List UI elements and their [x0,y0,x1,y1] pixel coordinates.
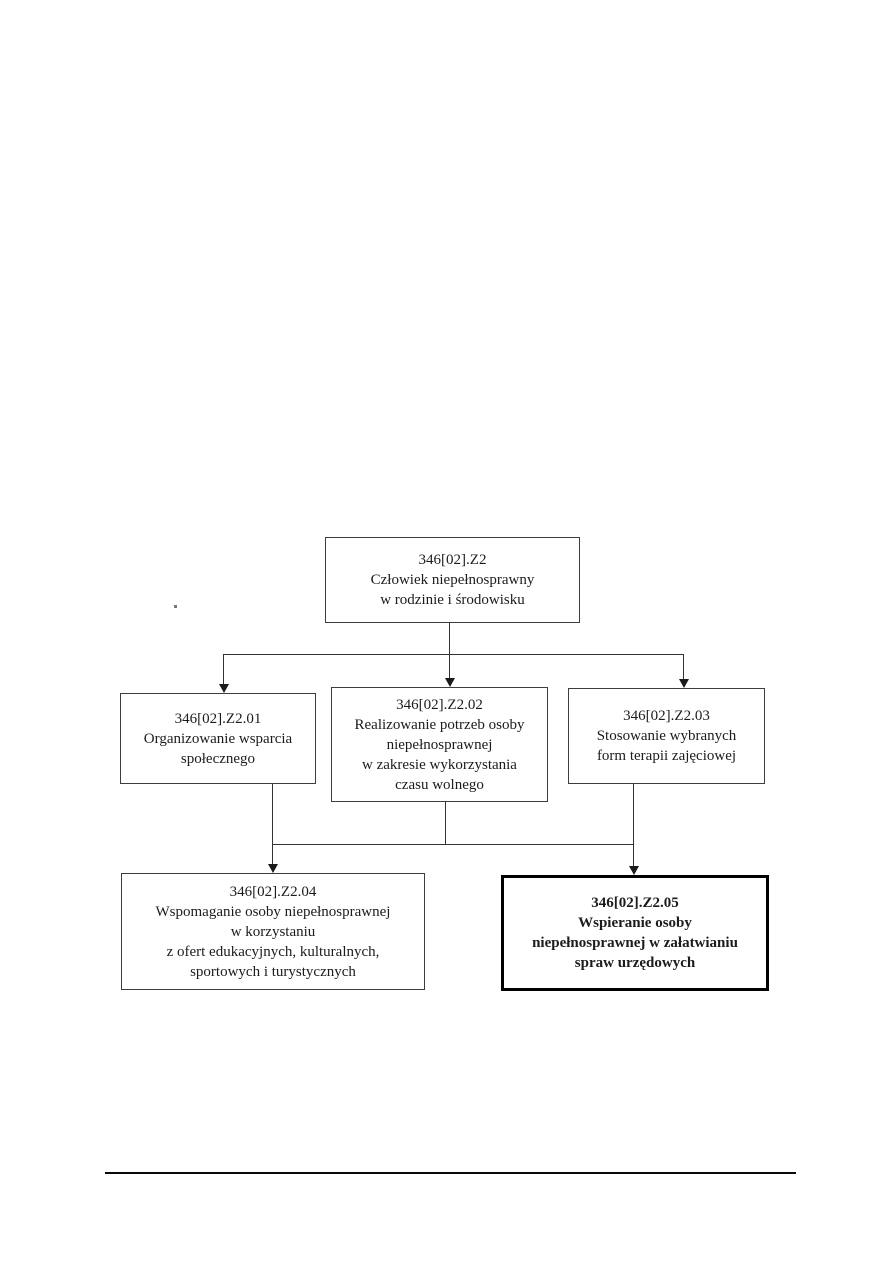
arrowhead-down-z2-01 [219,684,229,693]
node-label-line: niepełnosprawnej w załatwianiu [532,935,738,951]
connector-drop-to-z2-04 [272,844,273,865]
connector-drop-to-z2-02 [449,654,450,679]
node-label-line: Stosowanie wybranych [596,728,737,744]
connector-from-z2-03 [633,784,634,844]
node-label-line: Realizowanie potrzeb osoby [354,716,525,733]
node-346-02-z2-04: 346[02].Z2.04 Wspomaganie osoby niepełno… [121,873,425,990]
node-label-line: niepełnosprawnej [386,736,493,753]
stray-dot [174,605,177,608]
node-346-02-z2-03: 346[02].Z2.03 Stosowanie wybranych form … [568,688,765,784]
node-code: 346[02].Z2.04 [229,883,317,900]
connector-bottom-horizontal [272,844,634,845]
connector-top-vertical [449,623,450,654]
arrowhead-down-z2-03 [679,679,689,688]
footer-rule [105,1172,796,1174]
node-label-line: Człowiek niepełnosprawny [370,572,535,588]
connector-from-z2-01 [272,784,273,844]
node-label-line: z ofert edukacyjnych, kulturalnych, [166,943,380,960]
node-code: 346[02].Z2.02 [396,696,483,713]
node-label-line: form terapii zajęciowej [596,748,737,764]
connector-from-z2-02 [445,802,446,844]
node-label-line: sportowych i turystycznych [190,963,356,980]
node-label-line: w zakresie wykorzystania [362,756,517,773]
node-label-line: czasu wolnego [395,776,484,793]
connector-top-horizontal [223,654,684,655]
node-346-02-z2-05: 346[02].Z2.05 Wspieranie osoby niepełnos… [501,875,769,991]
connector-drop-to-z2-03 [683,654,684,680]
node-label-line: społecznego [180,750,256,767]
node-label-line: Wspomaganie osoby niepełnosprawnej [155,903,391,920]
node-label-line: Organizowanie wsparcia [143,730,293,747]
node-346-02-z2-02: 346[02].Z2.02 Realizowanie potrzeb osoby… [331,687,548,802]
node-label-line: Wspieranie osoby [578,915,692,931]
node-label-line: w rodzinie i środowisku [380,592,525,608]
node-code: 346[02].Z2.01 [174,710,262,727]
node-346-02-z2: 346[02].Z2 Człowiek niepełnosprawny w ro… [325,537,580,623]
node-label-line: w korzystaniu [230,923,316,940]
arrowhead-down-z2-05 [629,866,639,875]
arrowhead-down-z2-04 [268,864,278,873]
connector-drop-to-z2-05 [633,844,634,867]
node-code: 346[02].Z2 [418,552,487,568]
node-code: 346[02].Z2.05 [591,895,679,911]
node-code: 346[02].Z2.03 [623,708,710,724]
connector-drop-to-z2-01 [223,654,224,685]
node-label-line: spraw urzędowych [574,955,696,971]
node-346-02-z2-01: 346[02].Z2.01 Organizowanie wsparcia spo… [120,693,316,784]
arrowhead-down-z2-02 [445,678,455,687]
